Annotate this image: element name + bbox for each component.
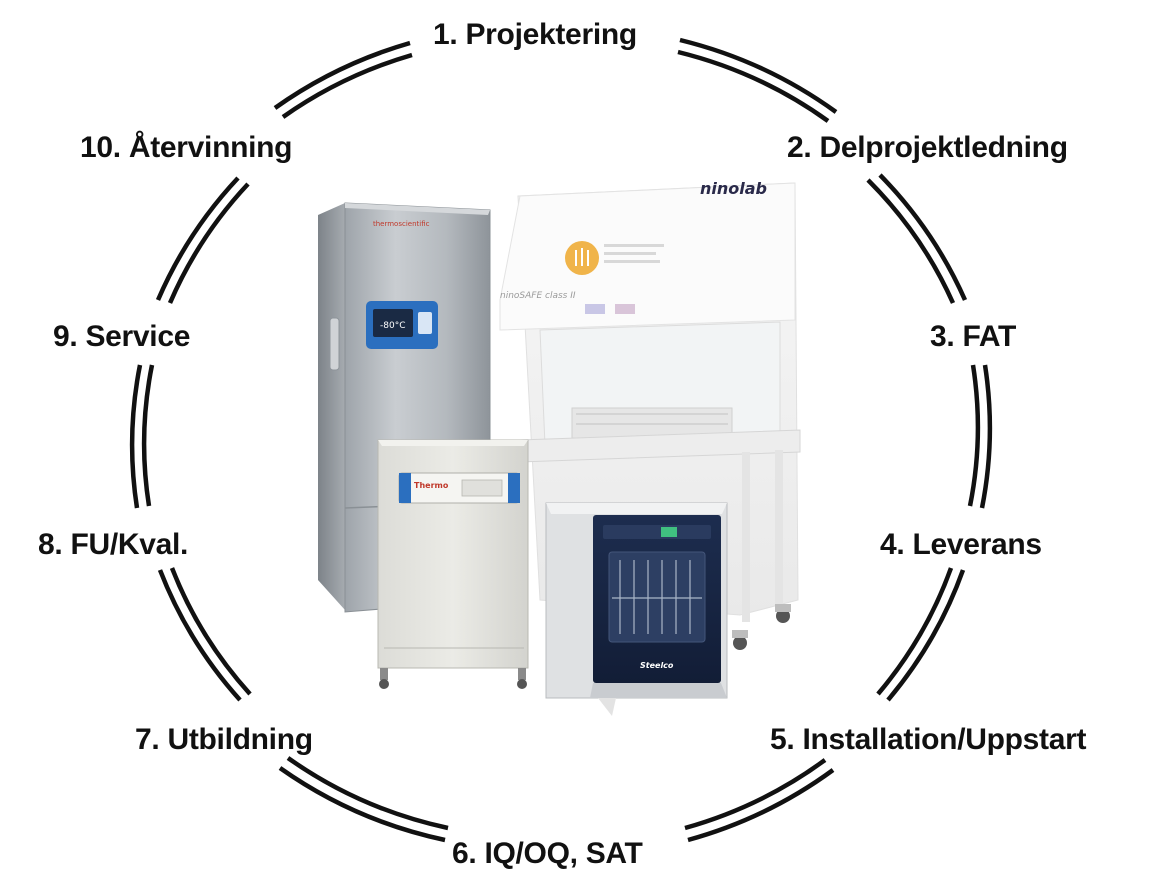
incubator-brand-logo: Thermo (414, 481, 449, 490)
step-label-service: 9. Service (53, 320, 191, 353)
washer-window (608, 551, 706, 643)
ring-segment-left-upper (155, 176, 240, 301)
ring-segment-right-lower (876, 567, 954, 696)
ring-segment-bottom-right (687, 768, 835, 843)
freezer-temperature-display: -80°C (380, 321, 405, 331)
ring-segment-right-upper (878, 173, 968, 301)
step-label-projektering: 1. Projektering (433, 18, 637, 51)
step-label-fu-kval: 8. FU/Kval. (38, 528, 189, 561)
ring-segment-bottom-right (684, 758, 827, 831)
ring-segment-right-middle (979, 364, 993, 509)
ring-segment-right-middle (967, 364, 981, 507)
ring-segment-right-upper (866, 178, 956, 304)
ring-segment-top-left (273, 40, 411, 110)
co2-incubator: Thermo (377, 439, 529, 689)
ring-segment-top-right (677, 49, 830, 123)
step-label-atervinning: 10. Återvinning (80, 131, 293, 164)
glassware-washer: Steelco (545, 502, 728, 716)
ring-segment-top-right (679, 37, 838, 114)
step-label-iq-oq-sat: 6. IQ/OQ, SAT (452, 837, 643, 870)
ring-segment-bottom-left (286, 756, 449, 831)
freezer-handle (329, 317, 340, 371)
step-label-leverans: 4. Leverans (880, 528, 1042, 561)
step-label-utbildning: 7. Utbildning (135, 723, 313, 756)
ring-segment-left-middle (129, 364, 143, 509)
ring-segment-right-lower (886, 569, 966, 702)
cabinet-brand-logo: ninolab (700, 179, 767, 198)
ring-segment-left-middle (141, 364, 155, 507)
step-label-fat: 3. FAT (930, 320, 1016, 353)
ring-segment-top-left (281, 52, 413, 119)
step-label-delprojektledning: 2. Delprojektledning (787, 131, 1068, 164)
freezer-brand-logo: thermoscientific (373, 220, 430, 228)
ring-segment-left-lower (157, 569, 242, 702)
ring-segment-left-lower (169, 567, 252, 696)
cabinet-model-label: ninoSAFE class II (500, 291, 576, 301)
ring-segment-left-upper (167, 182, 250, 304)
washer-brand-logo: Steelco (640, 661, 674, 670)
step-label-installation: 5. Installation/Uppstart (770, 723, 1087, 756)
ring-segment-bottom-left (278, 766, 446, 843)
